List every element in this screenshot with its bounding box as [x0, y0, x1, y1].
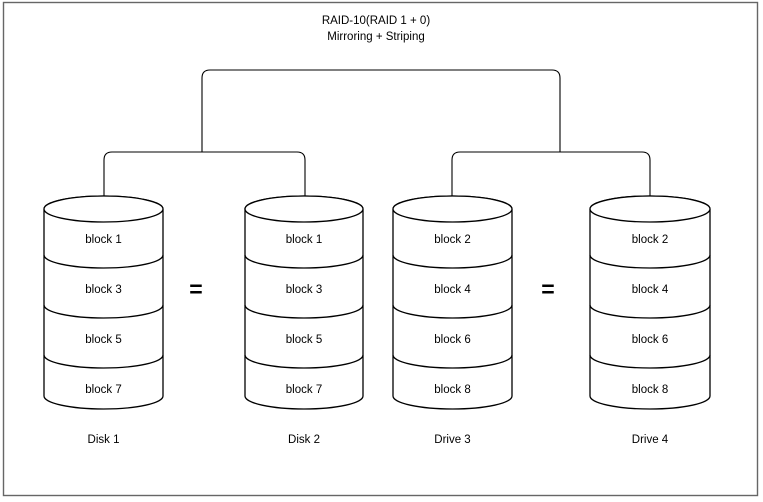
disk-1-block-3: block 7	[85, 384, 121, 396]
disk-1-block-0: block 1	[85, 234, 121, 246]
drive-3-body	[392, 195, 513, 410]
disk-1-divider-1	[43, 254, 164, 269]
disk-2: block 1 block 3 block 5 block 7 Disk 2	[244, 195, 364, 446]
drive-3-block-3: block 8	[434, 384, 470, 396]
disk-2-label: Disk 2	[288, 434, 320, 446]
disk-2-top	[244, 195, 364, 223]
drive-4-block-1: block 4	[632, 284, 669, 296]
disk-2-divider-3	[244, 354, 364, 369]
drive-4-block-2: block 6	[632, 334, 668, 346]
drive-4-top	[589, 195, 711, 223]
disk-2-block-3: block 7	[286, 384, 322, 396]
drive-3-block-0: block 2	[434, 234, 470, 246]
drive-3-block-2: block 6	[434, 334, 470, 346]
disk-2-block-1: block 3	[286, 284, 322, 296]
disk-2-divider-1	[244, 254, 364, 269]
drive-4-divider-3	[589, 354, 711, 369]
disk-1-block-1: block 3	[85, 284, 121, 296]
disk-2-block-0: block 1	[286, 234, 322, 246]
drive-4-divider-2	[589, 304, 711, 319]
drive-3-label: Drive 3	[434, 434, 470, 446]
diagram-title-line1: RAID-10(RAID 1 + 0)	[322, 15, 430, 27]
disk-1-body	[43, 195, 164, 410]
left-group-connector	[103, 151, 306, 200]
drive-4-divider-1	[589, 254, 711, 269]
disk-2-body	[244, 195, 364, 410]
drive-3-divider-2	[392, 304, 513, 319]
mirror-equals-left: =	[189, 276, 202, 302]
disk-2-block-2: block 5	[286, 334, 322, 346]
drive-3-divider-3	[392, 354, 513, 369]
disk-2-divider-2	[244, 304, 364, 319]
disk-1-divider-2	[43, 304, 164, 319]
drive-3-block-1: block 4	[434, 284, 471, 296]
right-group-connector	[451, 151, 651, 200]
disk-1-divider-3	[43, 354, 164, 369]
drive-3: block 2 block 4 block 6 block 8 Drive 3	[392, 195, 513, 446]
drive-3-top	[392, 195, 513, 223]
disk-1-block-2: block 5	[85, 334, 121, 346]
disk-1: block 1 block 3 block 5 block 7 Disk 1	[43, 195, 164, 446]
drive-4-block-0: block 2	[632, 234, 668, 246]
mirror-equals-right: =	[541, 276, 554, 302]
disk-1-top	[43, 195, 164, 223]
drive-4-label: Drive 4	[632, 434, 669, 446]
drive-3-divider-1	[392, 254, 513, 269]
drive-4-body	[589, 195, 711, 410]
disk-1-label: Disk 1	[88, 434, 120, 446]
drive-4: block 2 block 4 block 6 block 8 Drive 4	[589, 195, 711, 446]
diagram-title-line2: Mirroring + Striping	[327, 31, 424, 43]
root-connector	[201, 69, 561, 152]
drive-4-block-3: block 8	[632, 384, 668, 396]
